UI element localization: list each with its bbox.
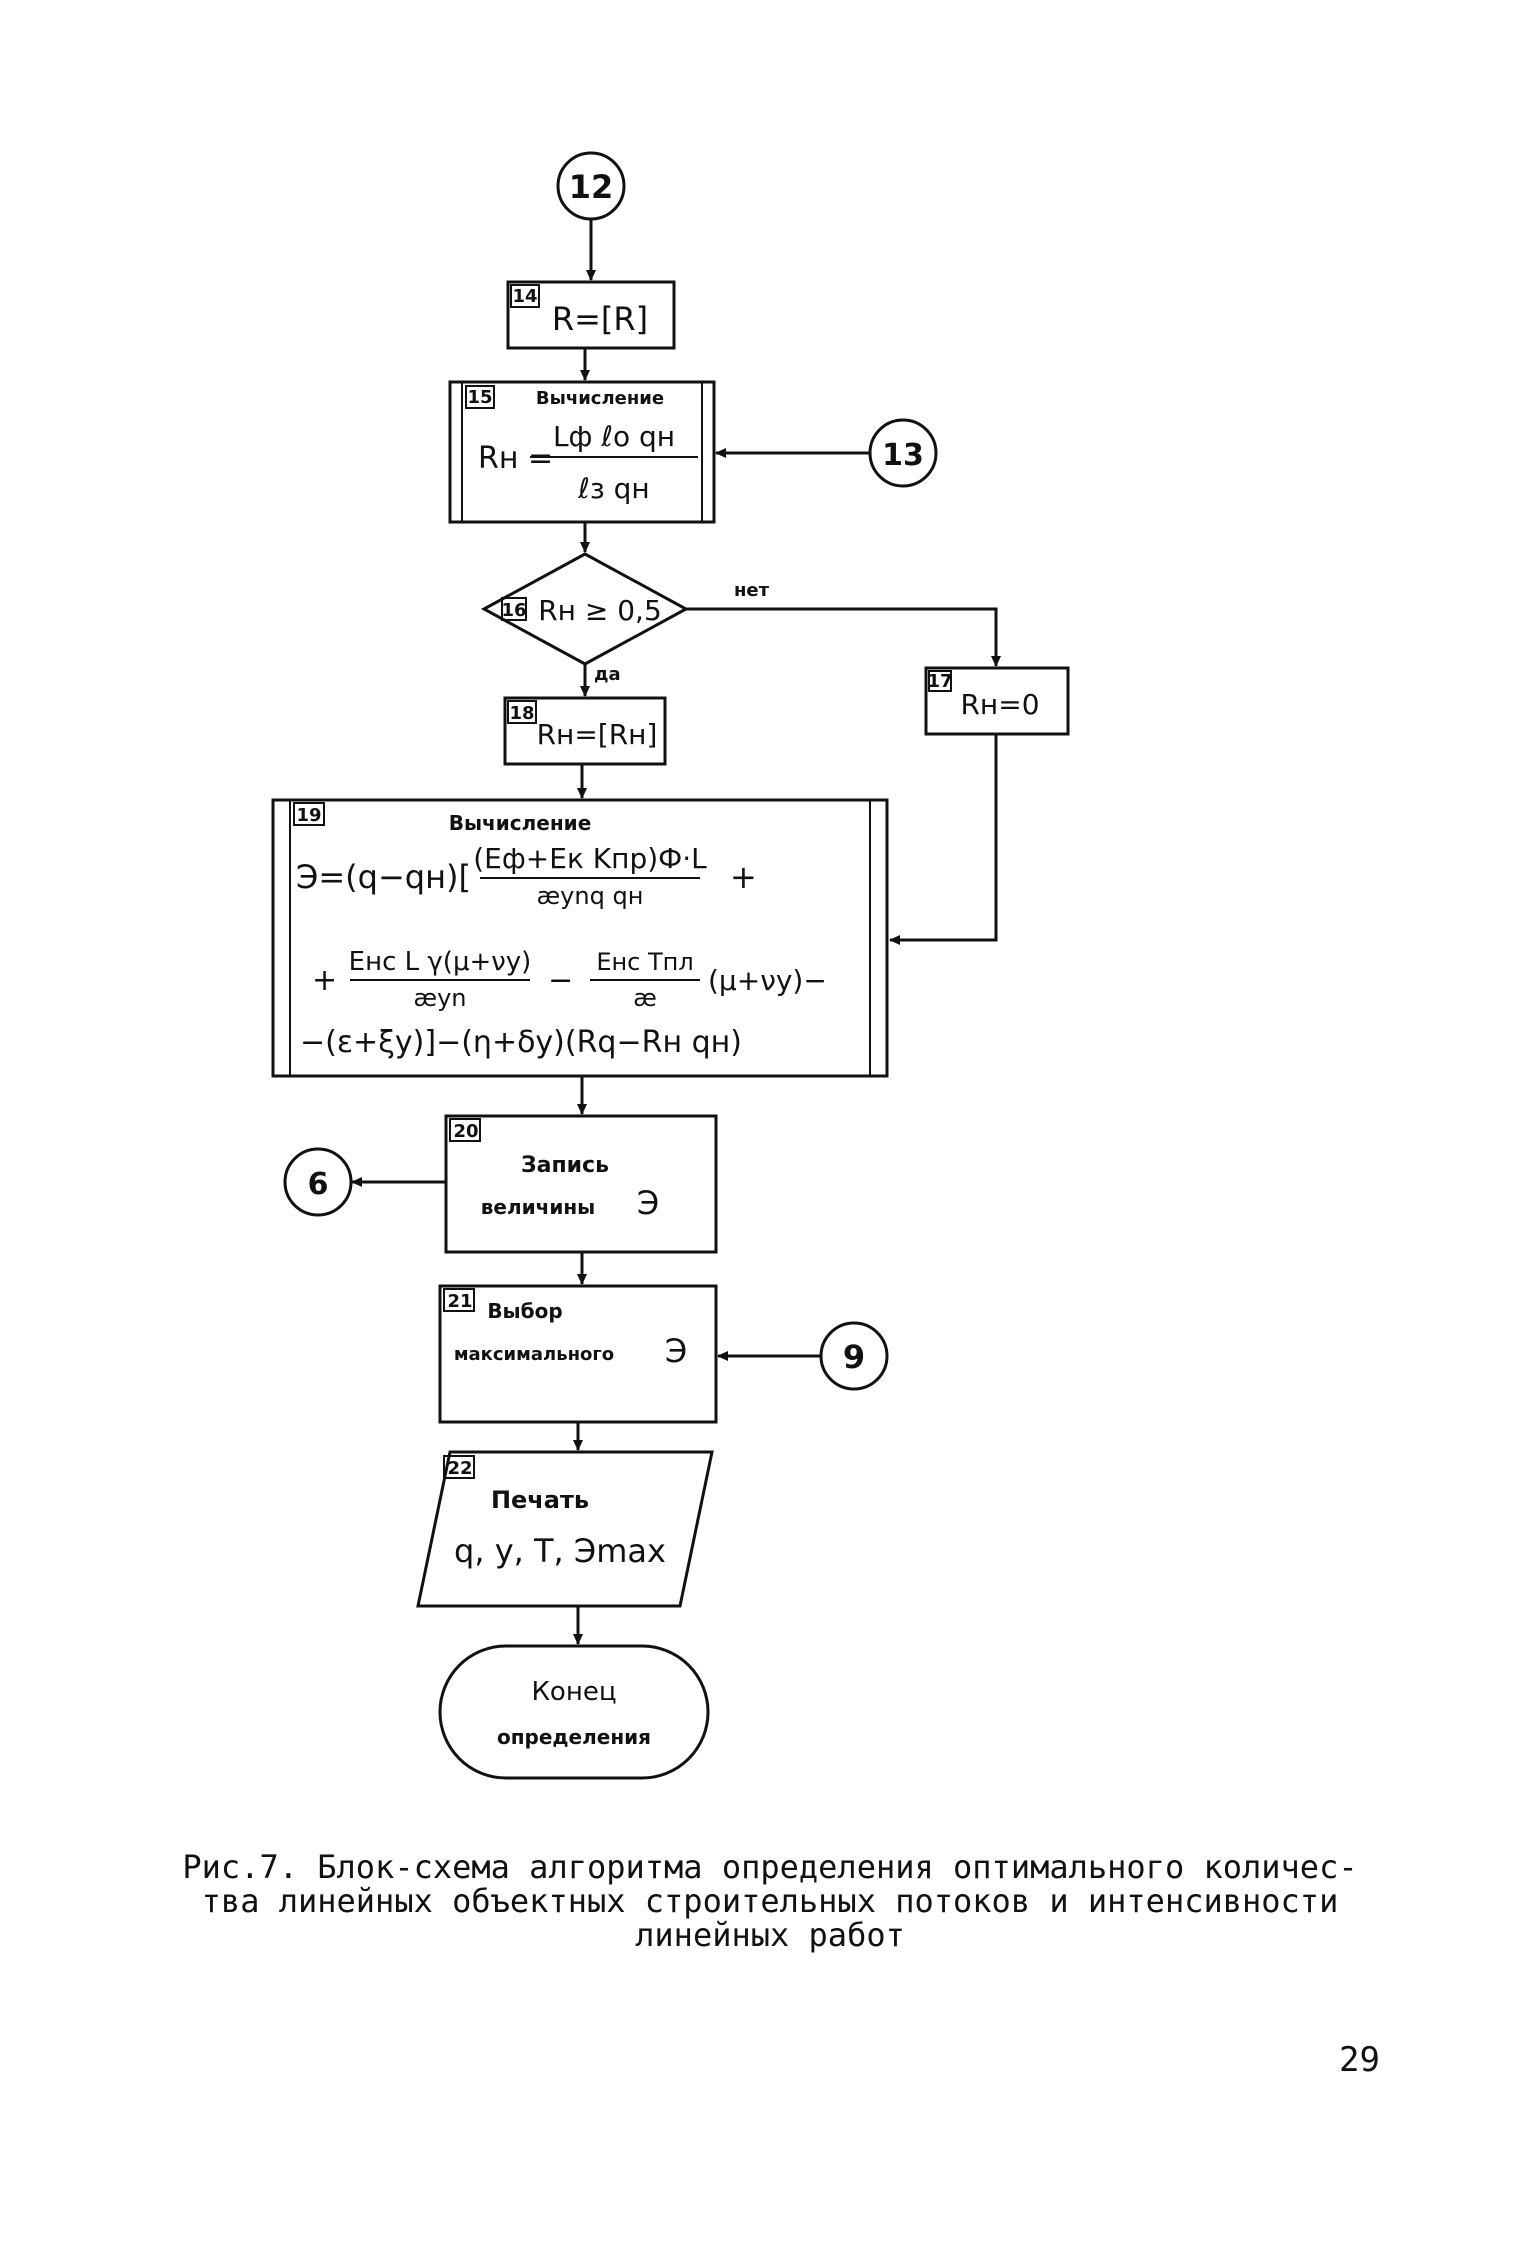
block-19-number: 19: [296, 805, 321, 826]
decision-16-number: 16: [501, 600, 526, 621]
block-19: [271, 798, 889, 1078]
connector-12-label: 12: [569, 168, 614, 206]
block-22-number: 22: [447, 1458, 472, 1479]
block-19-line2-denominator2: æ: [633, 984, 657, 1012]
block-20: [444, 1114, 718, 1254]
decision-16-condition: Rн ≥ 0,5: [538, 594, 662, 627]
block-15: [448, 380, 716, 524]
block-20-symbol: Э: [637, 1184, 659, 1222]
block-19-line1-numerator: (Eф+Eк Kпр)Ф·L: [473, 842, 707, 875]
block-15-formula-numerator: Lф ℓо qн: [553, 420, 675, 453]
block-21-symbol: Э: [665, 1332, 687, 1370]
block-18: [503, 696, 667, 766]
end-terminal-line2: определения: [497, 1725, 651, 1749]
block-14-number: 14: [512, 286, 537, 307]
block-15-formula-denominator: ℓз qн: [577, 472, 649, 505]
yes-label: да: [594, 664, 621, 685]
block-14: [506, 280, 676, 350]
connector-6-label: 6: [308, 1167, 329, 1202]
caption-line-2: тва линейных объектных строительных пото…: [201, 1882, 1339, 1920]
block-19-line2-minus: −: [548, 963, 573, 998]
block-17-number: 17: [927, 671, 952, 692]
block-20-number: 20: [453, 1121, 478, 1142]
caption-line-3: линейных работ: [635, 1916, 905, 1954]
block-18-text: Rн=[Rн]: [537, 718, 658, 751]
page-number: 29: [1339, 2040, 1380, 2080]
block-15-number: 15: [467, 387, 492, 408]
block-21-number: 21: [447, 1291, 472, 1312]
block-19-title: Вычисление: [449, 811, 592, 835]
block-21-line2: максимального: [454, 1344, 614, 1365]
block-15-formula-lhs: Rн =: [478, 441, 553, 476]
connector-9-label: 9: [843, 1338, 865, 1376]
block-22: [416, 1450, 714, 1608]
caption-line-1: Рис.7. Блок-схема алгоритма определения …: [182, 1848, 1358, 1886]
block-22-line2: q, у, T, Эmax: [454, 1532, 666, 1570]
block-14-text: R=[R]: [552, 300, 648, 338]
block-18-number: 18: [509, 703, 534, 724]
block-20-line2: величины: [481, 1195, 596, 1219]
block-19-line2-numerator2: Eнс Tпл: [596, 948, 693, 976]
block-19-line3: −(ε+ξу)]−(η+δу)(Rq−Rн qн): [300, 1025, 742, 1060]
no-label: нет: [734, 580, 770, 601]
block-22-line1: Печать: [491, 1486, 589, 1514]
connector-6: [283, 1147, 353, 1217]
block-19-line1-denominator: æуnq qн: [537, 882, 644, 910]
figure-caption: Рис.7. Блок-схема алгоритма определения …: [120, 1850, 1420, 1952]
block-17-text: Rн=0: [960, 688, 1039, 721]
block-19-line2-denominator: æуn: [414, 984, 467, 1012]
no-branch-line: [686, 607, 1001, 667]
block-21-line1: Выбор: [487, 1299, 562, 1323]
block-19-line2-plus: +: [312, 963, 337, 998]
connector-13-label: 13: [882, 438, 924, 473]
end-terminal: [438, 1644, 710, 1780]
block-19-line2-numerator: Eнс L γ(μ+νу): [349, 947, 532, 977]
block-19-line1-lhs: Э=(q−qн)[: [296, 858, 471, 896]
block-19-line1-tail: +: [730, 858, 757, 896]
block-15-title: Вычисление: [536, 388, 664, 409]
block-20-line1: Запись: [521, 1153, 609, 1178]
end-terminal-line1: Конец: [531, 1677, 616, 1707]
block-19-line2-tail: (μ+νу)−: [708, 964, 827, 997]
